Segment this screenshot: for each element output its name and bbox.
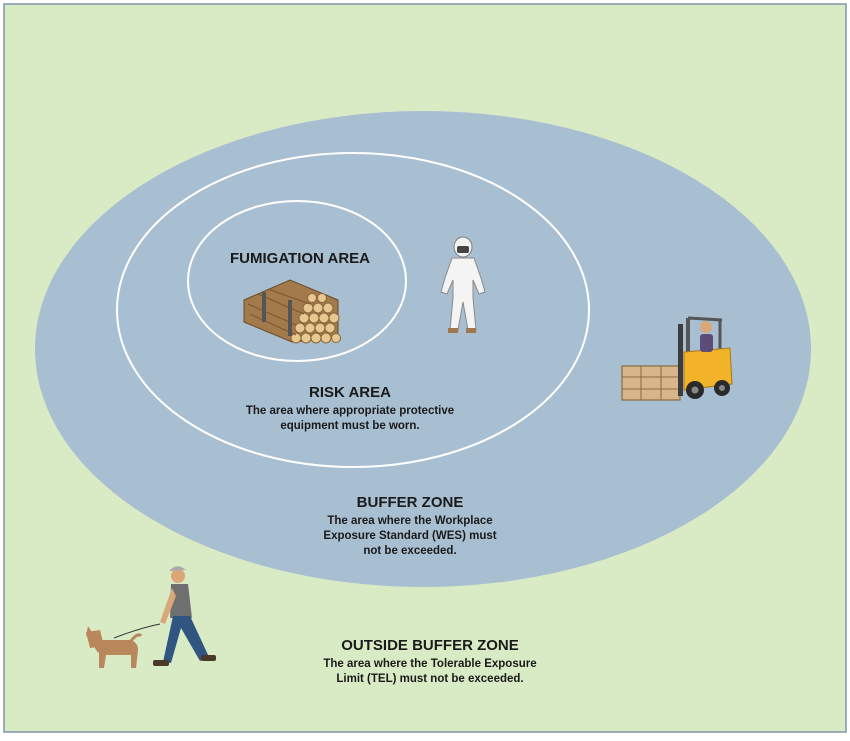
outside-buffer-zone-title: OUTSIDE BUFFER ZONE	[341, 637, 519, 654]
risk-area-title: RISK AREA	[309, 384, 391, 401]
protective-suit-worker-icon	[440, 236, 486, 333]
forklift-icon	[621, 316, 733, 401]
risk-area-description: The area where appropriate protective eq…	[230, 404, 470, 434]
outside-buffer-zone-label: OUTSIDE BUFFER ZONE The area where the T…	[300, 637, 560, 687]
risk-area-label: RISK AREA The area where appropriate pro…	[230, 384, 470, 434]
risk-area-boundary	[116, 152, 590, 468]
person-walking-dog-icon	[86, 566, 216, 668]
fumigation-area-title: FUMIGATION AREA	[230, 250, 370, 267]
outside-buffer-zone-description: The area where the Tolerable Exposure Li…	[300, 657, 560, 687]
risk-area-description-line: The area where appropriate protective	[245, 405, 455, 417]
buffer-zone-title: BUFFER ZONE	[356, 494, 464, 511]
risk-area-description-line: equipment must be worn.	[280, 420, 420, 432]
outside-buffer-zone-description-line: Limit (TEL) must not be exceeded.	[336, 673, 524, 685]
buffer-zone-description: The area where the Workplace Exposure St…	[290, 514, 530, 559]
buffer-zone-description-line: The area where the Workplace	[327, 515, 493, 527]
buffer-zone-label: BUFFER ZONE The area where the Workplace…	[290, 494, 530, 559]
buffer-zone-description-line: not be exceeded.	[363, 545, 457, 557]
buffer-zone-description-line: Exposure Standard (WES) must	[323, 530, 497, 542]
fumigation-area-boundary	[187, 200, 407, 362]
outside-buffer-zone-description-line: The area where the Tolerable Exposure	[323, 658, 537, 670]
timber-stack-icon	[243, 279, 341, 344]
buffer-zone-area	[35, 111, 811, 587]
